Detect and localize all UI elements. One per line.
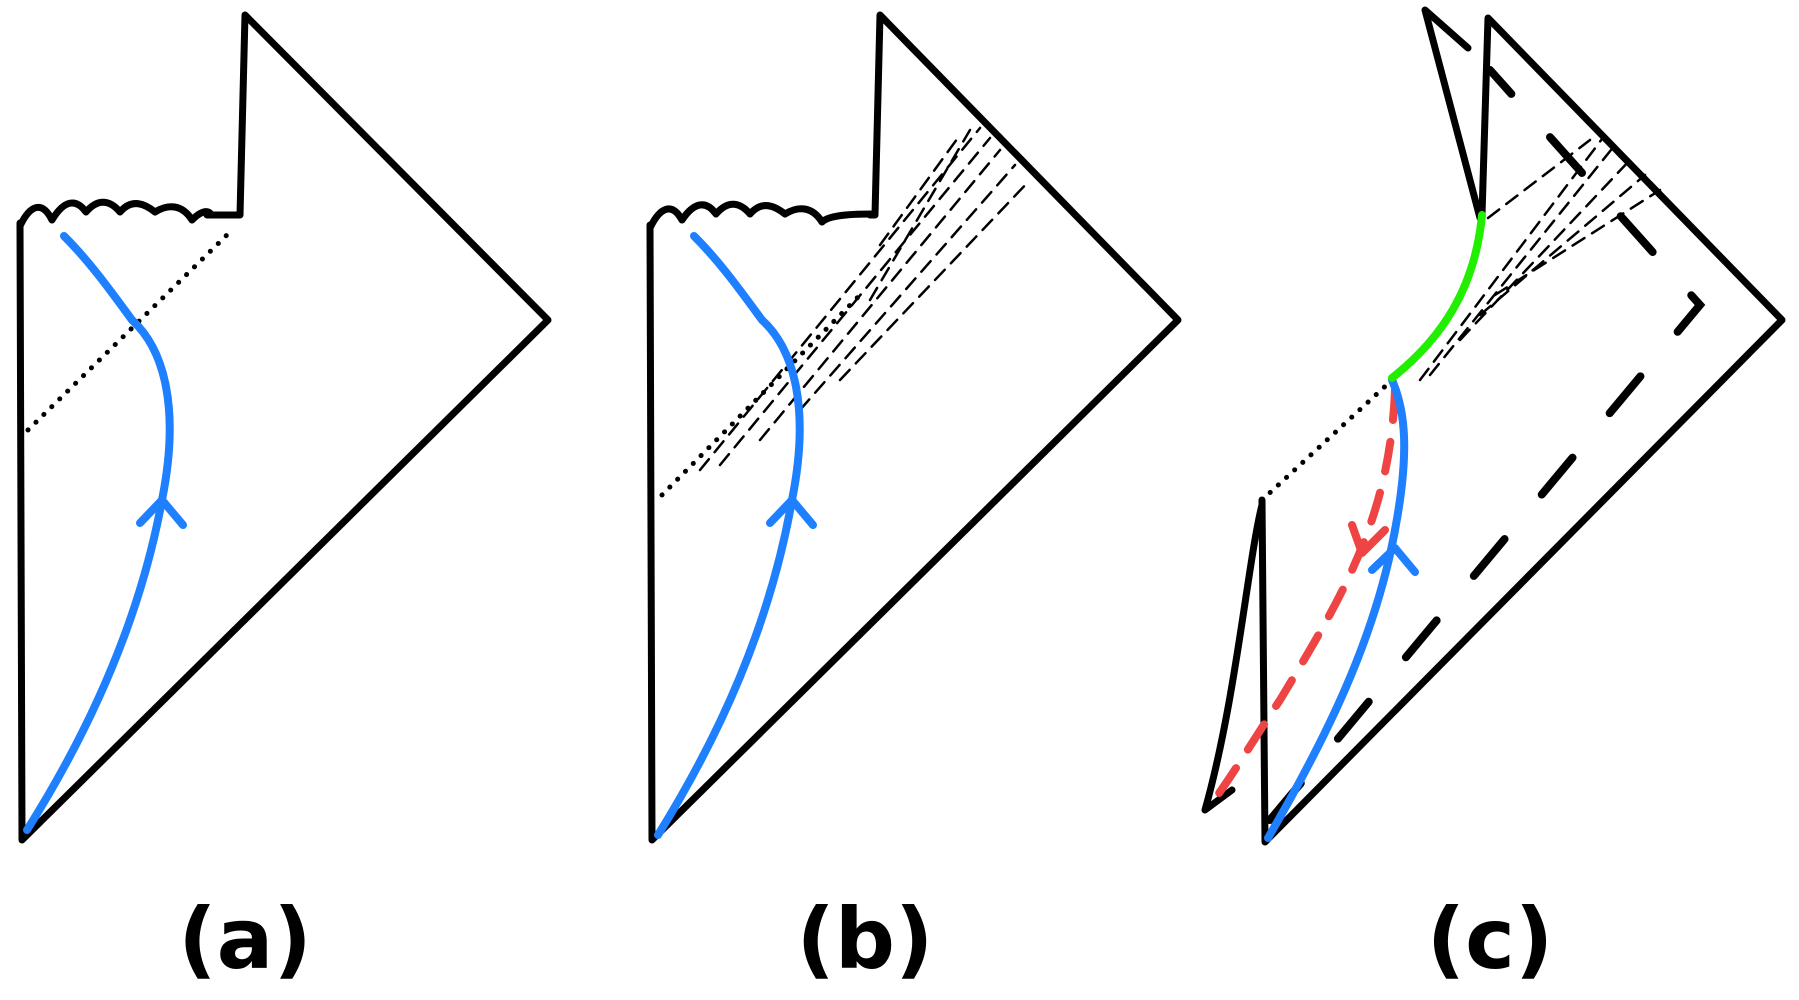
horizon-dotted-line: [1259, 377, 1395, 503]
diagram-outline: [16, 11, 552, 844]
worldline-arrow-icon: [136, 496, 187, 529]
worldline-arrow-icon: [766, 496, 817, 529]
dashed-ray-bundle: [698, 126, 1032, 472]
diagram-outline-left-sliver: [1201, 501, 1266, 814]
dashed-ray-bundle: [1418, 133, 1662, 382]
panel-label-b: (b): [797, 890, 934, 988]
worldline-arrow-icon: [1368, 544, 1419, 576]
panel-label-a: (a): [178, 890, 311, 988]
horizon-dotted-line: [25, 229, 233, 433]
panel-label-c: (c): [1427, 890, 1554, 988]
worldline: [654, 232, 804, 839]
panel-a: [16, 11, 552, 844]
worldline: [1264, 376, 1409, 842]
panel-b: [646, 11, 1182, 844]
shifted-boundary-dashed: [1266, 66, 1706, 824]
diagram-outline: [646, 11, 1182, 844]
worldline: [23, 232, 174, 834]
singularity-wavy-line: [16, 198, 214, 230]
red-arrow-icon: [1348, 521, 1389, 557]
diagram-outline-right: [1258, 14, 1786, 846]
panel-c: [1201, 6, 1786, 846]
red-dashed-path: [1204, 386, 1399, 812]
singularity-wavy-line: [646, 200, 876, 232]
green-segment: [1388, 211, 1486, 382]
diagram-outline-top-sliver: [1421, 6, 1484, 222]
